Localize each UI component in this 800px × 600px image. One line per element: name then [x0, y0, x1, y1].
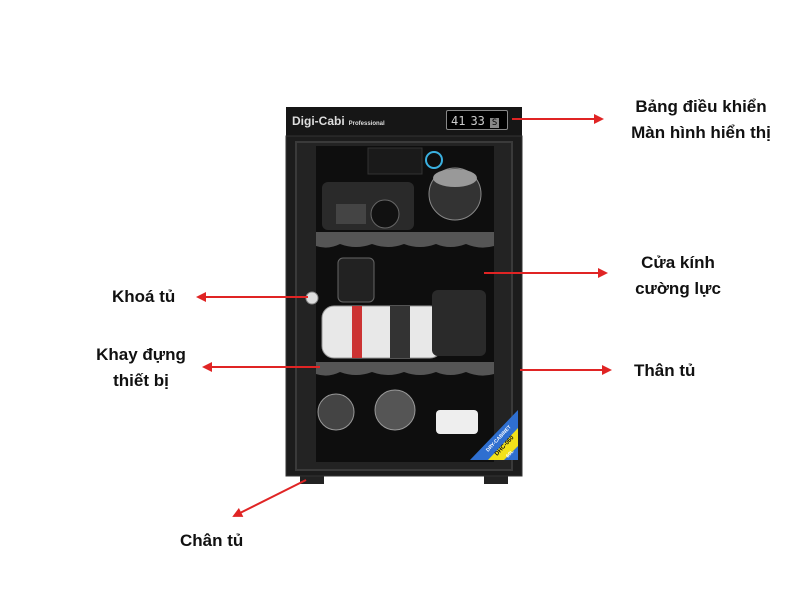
flash-unit — [436, 410, 478, 434]
callout-glass-door: Cửa kính cường lực — [618, 250, 738, 302]
telephoto-lens-ring — [390, 306, 410, 358]
camera-lens — [370, 199, 400, 229]
wide-lens-front — [433, 169, 477, 187]
callout-lock: Khoá tủ — [112, 287, 176, 306]
temperature-readout: 33 — [470, 114, 485, 128]
callout-control-panel: Bảng điều khiển Màn hình hiển thị — [612, 94, 790, 146]
callout-tray-line1: Khay đựng — [96, 345, 186, 364]
badge-line3: 60L — [505, 449, 515, 459]
desiccant-module — [367, 147, 423, 175]
telephoto-lens — [321, 305, 443, 359]
callout-control-panel-line2: Màn hình hiển thị — [631, 123, 771, 142]
lens-bottom-1 — [317, 393, 355, 431]
callout-glass-door-line2: cường lực — [635, 279, 721, 298]
camera-screen — [336, 204, 366, 224]
camera-body — [322, 182, 414, 230]
lens-small — [337, 257, 375, 303]
brand-sub: Professional — [348, 121, 385, 127]
telephoto-lens-band — [352, 306, 362, 358]
callout-body: Thân tủ — [634, 361, 696, 380]
callout-control-panel-line1: Bảng điều khiển — [635, 97, 767, 116]
mode-button[interactable]: S — [489, 118, 500, 128]
shelf-lower — [316, 362, 494, 376]
callout-feet: Chân tủ — [180, 531, 244, 550]
callout-tray-line2: thiết bị — [113, 371, 169, 390]
shelf-upper — [316, 232, 494, 248]
camera-body-2 — [432, 290, 486, 356]
arrow-feet — [232, 479, 307, 517]
cabinet-foot-left — [300, 474, 324, 484]
brand-name: Digi-Cabi — [292, 114, 345, 128]
hygrometer-ring — [425, 151, 443, 169]
cabinet-foot-right — [484, 474, 508, 484]
callout-glass-door-line1: Cửa kính — [641, 253, 715, 272]
callout-tray: Khay đựng thiết bị — [84, 342, 198, 394]
model-badge-stripe — [488, 428, 518, 460]
display-panel[interactable]: 41 33 S — [446, 110, 508, 130]
lens-bottom-2 — [374, 389, 416, 431]
humidity-readout: 41 — [451, 114, 466, 128]
